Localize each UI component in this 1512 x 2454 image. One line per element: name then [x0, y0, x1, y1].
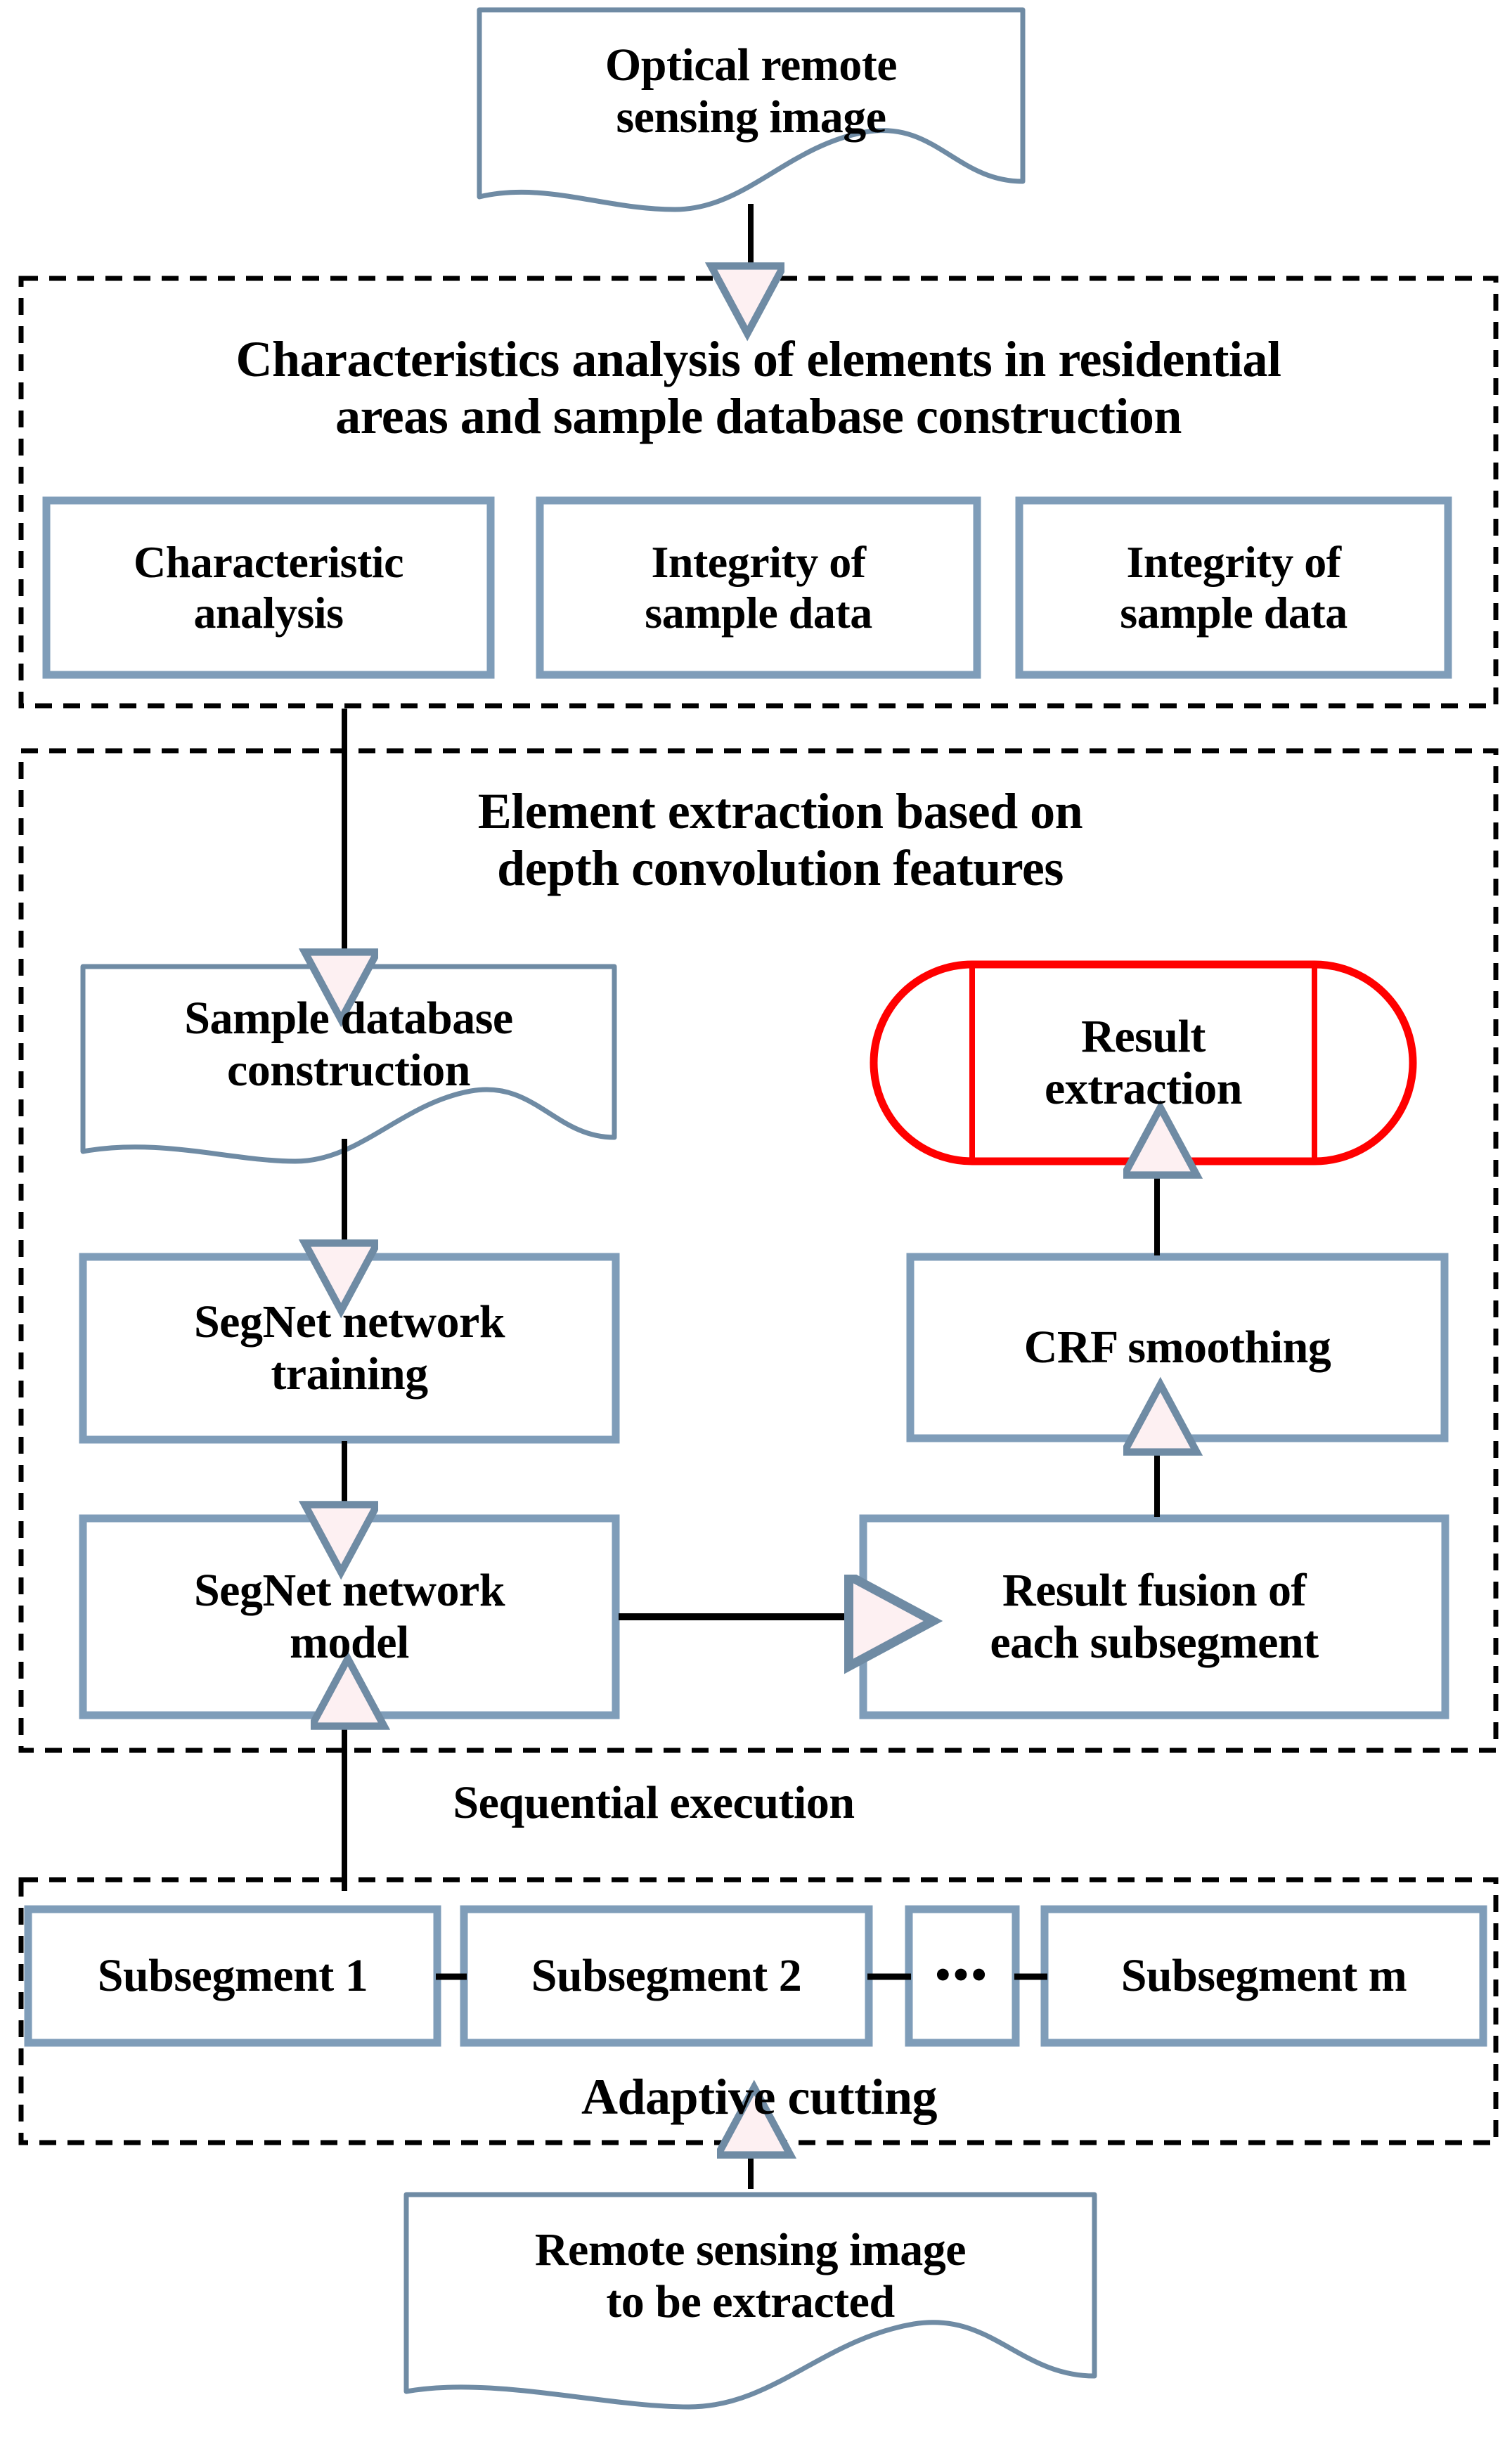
shape-remote-sensing-image-to-be-extracted [403, 2192, 1097, 2410]
group-title-element-extraction: Element extraction based on depth convol… [477, 783, 1083, 896]
shape-characteristic-analysis [42, 496, 495, 679]
shape-subsegment-m [1040, 1905, 1487, 2047]
label-crf-smoothing: CRF smoothing [1023, 1322, 1331, 1374]
shape-optical-remote-sensing-image [477, 7, 1026, 212]
group-title-adaptive-cutting: Adaptive cutting [581, 2068, 938, 2125]
label-optical-remote-sensing-image: Optical remote sensing image [605, 39, 898, 143]
shape-subsegment-ellipsis [905, 1905, 1020, 2047]
label-segnet-network-training: SegNet network training [193, 1296, 505, 1400]
label-subsegment-1: Subsegment 1 [97, 1950, 368, 2002]
label-remote-sensing-image-to-be-extracted: Remote sensing image to be extracted [534, 2224, 967, 2327]
label-characteristic-analysis: Characteristic analysis [134, 537, 403, 638]
shape-result-fusion [859, 1514, 1449, 1719]
label-subsegment-m: Subsegment m [1120, 1950, 1407, 2002]
shape-subsegment-1 [24, 1905, 441, 2047]
label-sequential-execution: Sequential execution [453, 1777, 855, 1829]
group-border-element-extraction [18, 748, 1499, 1753]
label-sample-database-construction: Sample database construction [184, 993, 513, 1096]
label-result-extraction: Result extraction [1045, 1011, 1242, 1114]
label-segnet-network-model: SegNet network model [193, 1565, 505, 1668]
label-integrity-sample-data-2: Integrity of sample data [1120, 537, 1348, 638]
shape-integrity-sample-data-2 [1015, 496, 1452, 679]
label-subsegment-ellipsis: ••• [935, 1951, 990, 2000]
label-result-fusion: Result fusion of each subsegment [990, 1565, 1319, 1668]
label-subsegment-2: Subsegment 2 [531, 1950, 802, 2002]
group-title-characteristics: Characteristics analysis of elements in … [235, 331, 1282, 444]
shape-integrity-sample-data-1 [536, 496, 981, 679]
shape-sample-database-construction [80, 964, 617, 1164]
label-integrity-sample-data-1: Integrity of sample data [645, 537, 872, 638]
